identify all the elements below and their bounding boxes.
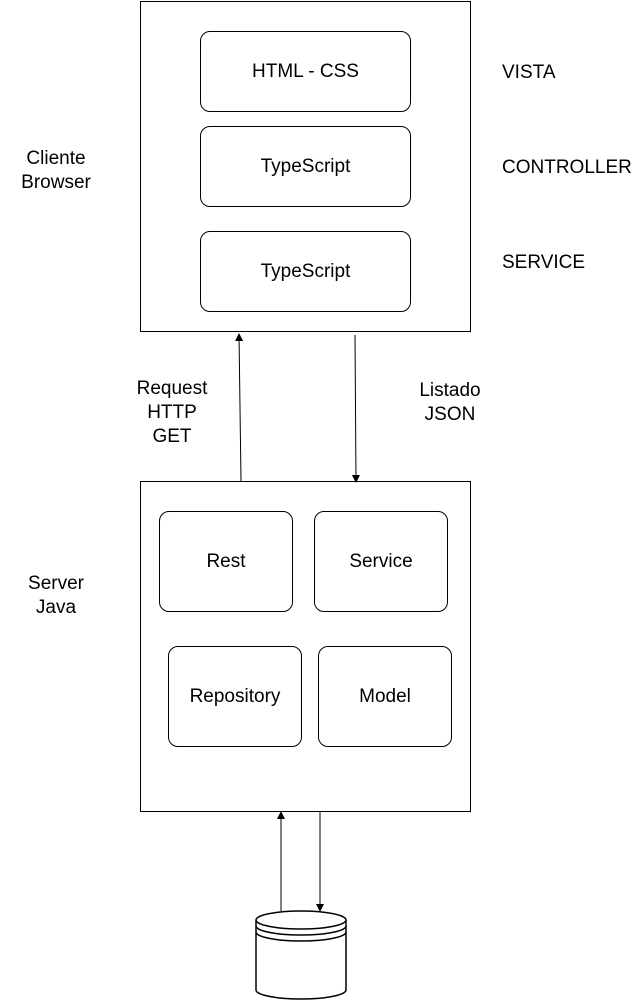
response-arrow xyxy=(351,334,360,483)
client-box-vista: HTML - CSS xyxy=(200,31,411,112)
layer-label-service: SERVICE xyxy=(502,252,586,273)
server-box-rest: Rest xyxy=(159,511,293,612)
client-box-service: TypeScript xyxy=(200,231,411,312)
server-label: Server Java xyxy=(28,573,84,618)
layer-label-vista: VISTA xyxy=(502,62,556,83)
server-box-repository: Repository xyxy=(168,646,302,747)
layer-label-controller: CONTROLLER xyxy=(502,157,632,178)
server-box-service: Service xyxy=(314,511,448,612)
client-label: Cliente Browser xyxy=(21,148,91,193)
database-icon xyxy=(255,910,347,1000)
server-java-container xyxy=(140,481,471,812)
client-browser-container xyxy=(140,1,471,332)
server-box-model: Model xyxy=(318,646,452,747)
request-label: Request HTTP GET xyxy=(136,378,208,447)
request-arrow xyxy=(235,333,244,482)
client-box-controller: TypeScript xyxy=(200,126,411,207)
response-label: Listado JSON xyxy=(419,380,481,425)
